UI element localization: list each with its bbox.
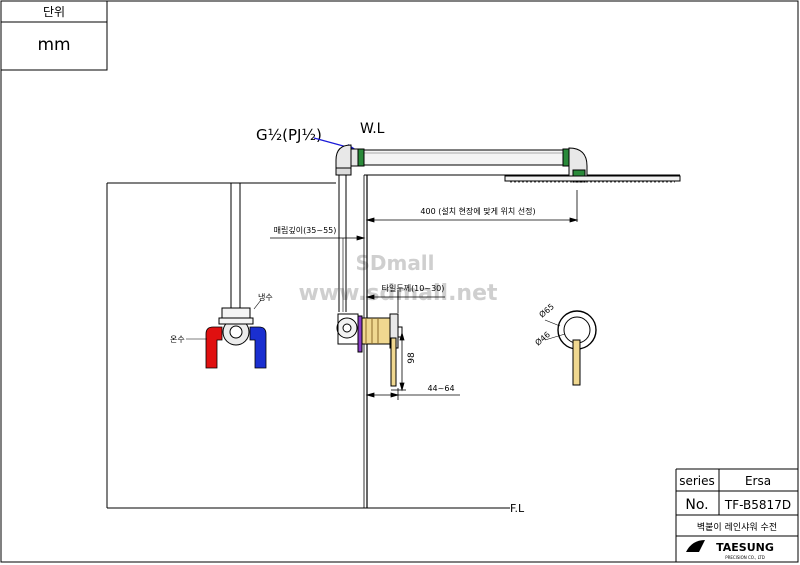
riser-pipe [338,175,347,312]
valve-cartridge [359,317,391,345]
model-no-label: No. [685,497,708,513]
cold-water-label: 냉수 [258,292,273,302]
front-valve-collar [218,317,254,325]
dia-65-label: Ø65 [537,301,556,319]
water-level-label: W.L [360,121,385,137]
rain-shower-head [504,175,681,183]
arm-green-ring-right [562,148,570,167]
series-label: series [679,474,715,488]
elbow-right [568,147,588,177]
shower-distance-label: 400 (설치 현장에 맞게 위치 선정) [420,206,535,216]
dia-46-label: Ø46 [533,329,552,347]
burial-depth-label: 매립깊이(35~55) [274,225,337,235]
dim-tile-arrow [365,294,375,300]
shower-arm [335,144,588,183]
unit-header: 단위 [43,5,65,19]
dim-98-label: 98 [407,352,417,364]
unit-value: mm [37,35,70,55]
lever-front-body [572,339,581,386]
dim-98-arrow-bottom [399,382,405,392]
dim-44-arrow-right [390,392,400,398]
watermark-brand: SDmall [355,251,434,275]
valve-flange-purple [357,315,363,353]
brand-logo-mark [686,540,705,552]
lever-side [390,337,397,387]
arm-green-ring-left [357,148,365,167]
inlet-assembly [205,183,267,369]
dim-shower-distance [365,190,579,223]
model-no-value: TF-B5817D [724,498,791,512]
front-top-cap [221,307,251,319]
brand-logo: TAESUNG PRECISION CO., LTD [686,540,774,560]
lever-side-body [390,337,397,387]
escutcheon-inner [563,316,591,344]
dim-98 [391,331,406,392]
dia-65-leader [544,319,561,327]
dim-burial-arrow [356,235,366,241]
title-block [675,468,798,562]
unit-box-frame [0,0,108,71]
product-name: 벽붙이 레인샤워 수전 [697,522,777,533]
elbow-left [335,144,352,173]
pipe-thread-label: G½(PJ½) [256,126,322,144]
valve-side-knob-core [342,323,352,333]
cold-leader [253,299,262,310]
dim-400-arrow-left [365,217,375,223]
brand-subtitle: PRECISION CO., LTD [725,555,765,560]
hot-water-pipe [205,326,223,369]
unit-box: 단위 mm [0,0,108,71]
brand-name: TAESUNG [716,541,774,554]
pipe-thread-leader [313,137,348,148]
shower-head-plate [504,175,681,182]
concealed-valve-side [336,313,403,353]
floor-level-label: F.L [510,502,525,515]
cold-water-pipe [249,326,267,369]
series-value: Ersa [745,474,771,488]
trim-front [544,310,597,386]
hot-water-label: 온수 [170,335,185,344]
dim-400-arrow-right [569,217,579,223]
dim-44-arrow-left [365,392,375,398]
dim-burial-depth [270,235,366,312]
dim-98-arrow-top [399,331,405,341]
front-valve-core [229,325,243,339]
shower-arm-pipe [356,149,570,166]
dim-44-64-label: 44~64 [427,384,454,393]
dim-tile-thickness [365,290,445,313]
tile-thickness-label: 타일두께(10~30) [382,284,445,293]
dim-44-64 [365,388,460,400]
dia-46-leader [544,333,566,341]
elbow-left-nut [335,167,352,176]
